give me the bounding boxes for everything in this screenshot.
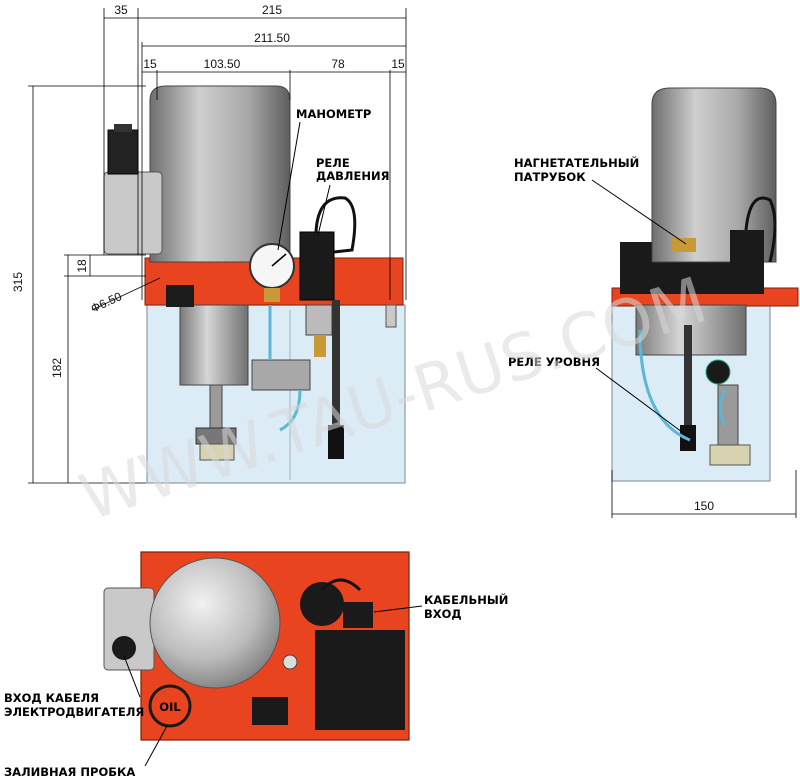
label-motor-cable-1: ВХОД КАБЕЛЯ <box>4 691 99 705</box>
label-manometer: МАНОМЕТР <box>296 107 371 121</box>
top-motor-dome <box>149 557 281 689</box>
front-view <box>103 85 406 484</box>
dim-15-left: 15 <box>143 57 157 71</box>
top-relay-disk <box>300 582 344 626</box>
dim-211-50: 211.50 <box>254 31 290 45</box>
label-level-relay: РЕЛЕ УРОВНЯ <box>508 355 600 369</box>
dim-6-50: Ф6.50 <box>89 289 125 316</box>
leader-lines <box>123 121 691 767</box>
pump-block <box>179 304 249 386</box>
motor <box>149 85 291 263</box>
dim-103-50: 103.50 <box>204 57 241 71</box>
dim-215: 215 <box>262 3 282 17</box>
label-discharge-2: ПАТРУБОК <box>514 170 586 184</box>
label-cable-entry-1: КАБЕЛЬНЫЙ <box>424 592 508 607</box>
label-cable-entry-2: ВХОД <box>424 607 462 621</box>
label-pressure-relay-2: ДАВЛЕНИЯ <box>316 169 389 183</box>
dim-182: 182 <box>50 358 64 378</box>
label-filler-cap: ЗАЛИВНАЯ ПРОБКА <box>4 765 135 779</box>
top-view: OIL <box>103 551 410 741</box>
label-motor-cable-2: ЭЛЕКТРОДВИГАТЕЛЯ <box>4 705 144 719</box>
dim-15-right: 15 <box>391 57 405 71</box>
label-discharge-1: НАГНЕТАТЕЛЬНЫЙ <box>514 155 639 170</box>
label-pressure-relay-1: РЕЛЕ <box>316 156 350 170</box>
cable-entry-box <box>315 630 405 730</box>
callout-labels: МАНОМЕТР РЕЛЕ ДАВЛЕНИЯ НАГНЕТАТЕЛЬНЫЙ ПА… <box>4 107 639 779</box>
side-view <box>611 87 799 482</box>
side-motor <box>651 87 777 263</box>
dimension-lines <box>28 8 797 518</box>
terminal-box <box>103 171 163 255</box>
dim-78: 78 <box>331 57 345 71</box>
dim-18: 18 <box>75 259 89 273</box>
dim-35: 35 <box>114 3 128 17</box>
oil-mark: OIL <box>159 700 181 714</box>
dim-150: 150 <box>694 499 714 513</box>
pressure-relay <box>299 231 335 301</box>
dim-315: 315 <box>11 272 25 292</box>
oil-filler-cap <box>148 684 192 728</box>
